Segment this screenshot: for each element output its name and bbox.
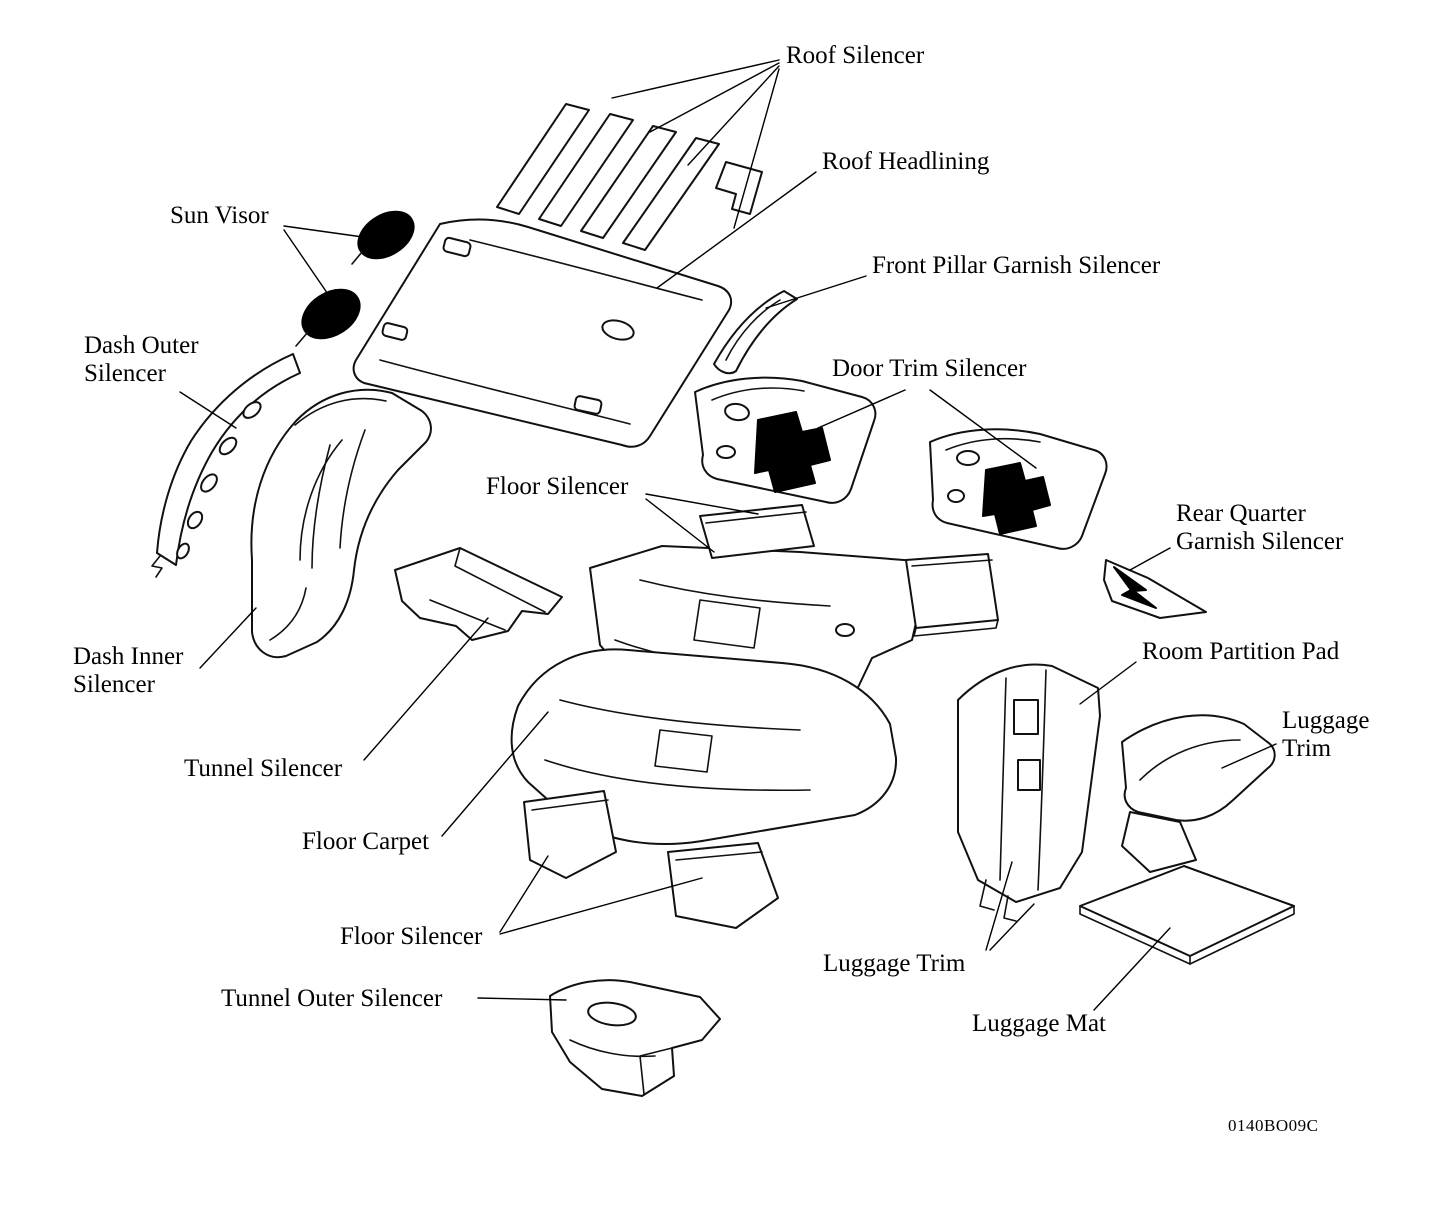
label-text: Silencer — [84, 360, 166, 388]
roof-silencer-strips — [496, 103, 763, 251]
label-text: Dash Inner — [73, 643, 184, 670]
label-text: Floor Silencer — [486, 473, 629, 500]
tunnel-outer-silencer-part — [549, 979, 721, 1097]
label-text: Luggage — [1282, 707, 1370, 734]
floor-silencer-lower-parts — [523, 790, 779, 929]
label-floor-silencer-lower: Floor Silencer — [340, 923, 482, 951]
dash-inner-silencer-part — [250, 388, 432, 659]
label-text: Room Partition Pad — [1142, 638, 1340, 665]
label-tunnel-silencer: Tunnel Silencer — [184, 755, 342, 783]
label-dash-inner-silencer: Dash Inner Silencer — [73, 643, 183, 700]
door-trim-silencer-front-part — [694, 376, 877, 504]
label-text: Tunnel Silencer — [184, 755, 343, 782]
label-text: Rear Quarter — [1176, 500, 1306, 527]
label-sun-visor: Sun Visor — [170, 202, 269, 230]
label-text: Trim — [1282, 735, 1332, 763]
label-text: Sun Visor — [170, 202, 269, 229]
label-room-partition-pad: Room Partition Pad — [1142, 638, 1339, 666]
room-partition-pad-part — [957, 663, 1101, 922]
label-luggage-mat: Luggage Mat — [972, 1010, 1106, 1038]
tunnel-silencer-part — [394, 547, 563, 641]
label-text: Door Trim Silencer — [832, 355, 1027, 382]
label-text: Floor Carpet — [302, 828, 430, 855]
rear-quarter-garnish-part — [1103, 559, 1207, 619]
leader-lines — [179, 59, 1277, 1011]
label-door-trim-silencer: Door Trim Silencer — [832, 355, 1026, 383]
label-text: Roof Headlining — [822, 148, 990, 175]
dash-outer-silencer-part — [151, 353, 301, 578]
label-luggage-trim-bottom: Luggage Trim — [823, 950, 965, 978]
luggage-trim-right-part — [1121, 714, 1276, 873]
label-roof-silencer: Roof Silencer — [786, 42, 924, 70]
label-tunnel-outer-silencer: Tunnel Outer Silencer — [221, 985, 442, 1013]
roof-headlining-part — [352, 218, 733, 448]
label-front-pillar-garnish-silencer: Front Pillar Garnish Silencer — [872, 252, 1160, 280]
front-pillar-garnish-part — [713, 290, 798, 375]
door-trim-silencer-rear-part — [929, 428, 1108, 550]
label-text: Luggage Mat — [972, 1010, 1106, 1037]
floor-carpet-part — [510, 648, 898, 845]
floor-silencer-upper-parts — [699, 504, 999, 637]
luggage-mat-part — [1079, 865, 1295, 965]
label-text: Luggage Trim — [823, 950, 966, 977]
label-text: Silencer — [73, 671, 155, 699]
label-rear-quarter-garnish-silencer: Rear Quarter Garnish Silencer — [1176, 500, 1343, 557]
label-floor-carpet: Floor Carpet — [302, 828, 429, 856]
label-luggage-trim-right: Luggage Trim — [1282, 707, 1369, 764]
label-roof-headlining: Roof Headlining — [822, 148, 989, 176]
label-text: Roof Silencer — [786, 42, 925, 69]
label-text: Dash Outer — [84, 332, 199, 359]
figure-code: 0140BO09C — [1228, 1116, 1319, 1135]
label-text: Garnish Silencer — [1176, 528, 1344, 556]
label-dash-outer-silencer: Dash Outer Silencer — [84, 332, 199, 389]
label-text: Front Pillar Garnish Silencer — [872, 252, 1161, 279]
label-text: Tunnel Outer Silencer — [221, 985, 443, 1012]
label-text: Floor Silencer — [340, 923, 483, 950]
sun-visor-parts — [295, 210, 415, 347]
label-floor-silencer-upper: Floor Silencer — [486, 473, 628, 501]
